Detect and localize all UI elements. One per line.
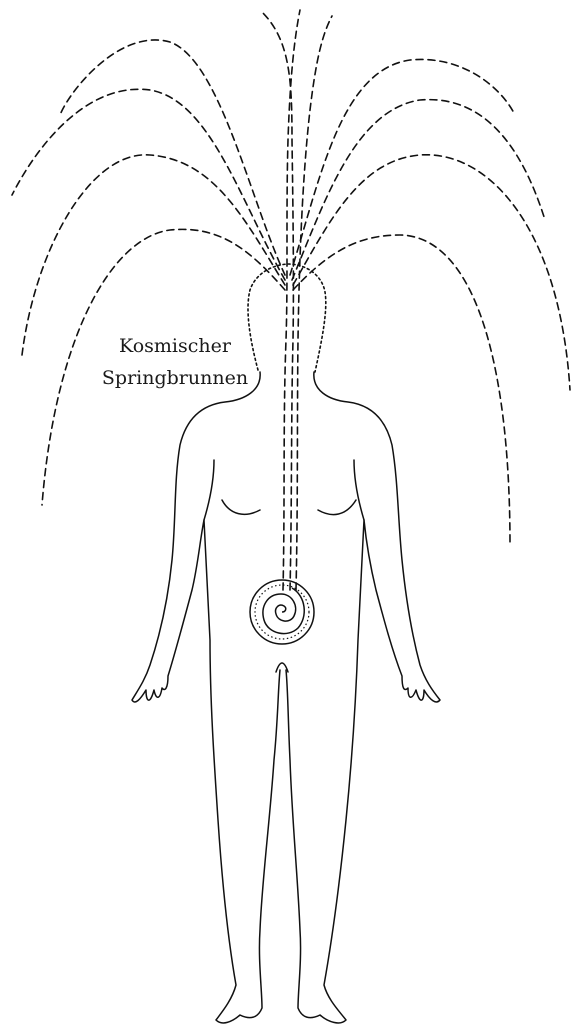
right-side-outline (286, 372, 440, 1023)
central-stream-2 (262, 12, 293, 590)
left-arc-3 (22, 155, 285, 355)
left-arc-1 (60, 40, 285, 275)
chest-outline-right (318, 500, 356, 515)
right-arm-inner (354, 460, 364, 520)
body-outline (132, 372, 440, 1023)
fountain-streams (12, 10, 570, 590)
right-arc-3 (293, 155, 570, 390)
left-side-outline (132, 372, 280, 1023)
right-arc-2 (292, 100, 545, 280)
abdomen-spiral (250, 580, 314, 644)
right-arc-4 (293, 235, 510, 545)
figure-caption: Kosmischer Springbrunnen (60, 330, 290, 394)
caption-line-2: Springbrunnen (60, 362, 290, 394)
right-arc-1 (290, 59, 515, 275)
chest-outline-left (222, 500, 260, 514)
left-arm-inner (204, 460, 214, 520)
central-stream-3 (296, 16, 332, 590)
caption-line-1: Kosmischer (60, 330, 290, 362)
left-arc-2 (12, 89, 285, 280)
